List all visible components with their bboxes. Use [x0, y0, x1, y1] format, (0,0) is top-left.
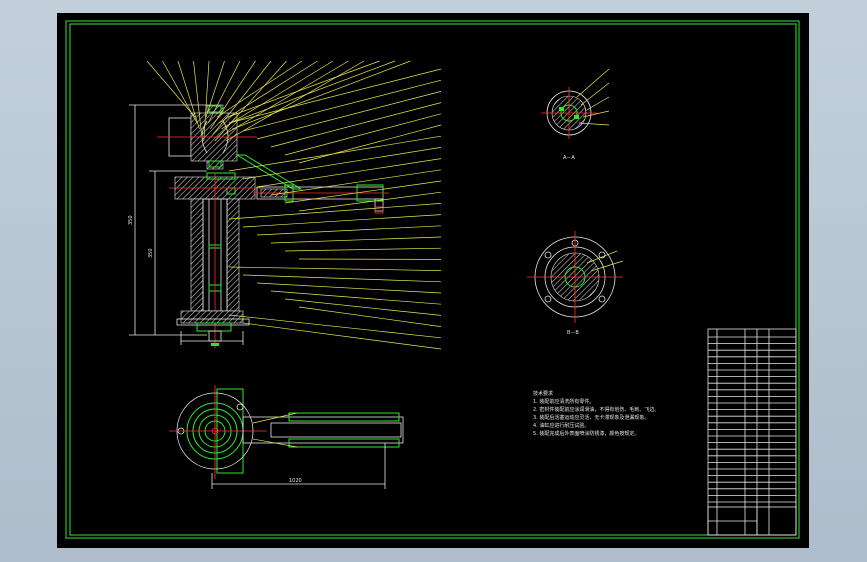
- plan-view: 1020: [169, 385, 404, 489]
- leader-line: [228, 203, 442, 220]
- leader-line: [203, 60, 210, 142]
- tech-req-line-3: 3. 装配后活塞运动应灵活，无卡滞现象及泄漏现象。: [533, 414, 649, 421]
- leader-line: [227, 60, 380, 118]
- leader-line: [221, 60, 334, 130]
- leader-line: [146, 60, 196, 118]
- leader-line: [256, 282, 442, 294]
- leader-line: [216, 60, 303, 118]
- parts-list-table: [707, 328, 797, 536]
- leader-line: [232, 60, 411, 130]
- leader-line: [256, 91, 442, 140]
- leader-line: [162, 60, 198, 124]
- leader-line: [284, 247, 442, 252]
- leader-line: [270, 236, 442, 244]
- leader-line: [230, 60, 396, 124]
- leader-line: [298, 306, 442, 327]
- outer-frame: [65, 20, 800, 539]
- leader-line: [228, 135, 442, 172]
- part-leaders: [146, 60, 442, 350]
- leader-line: [298, 124, 442, 164]
- leader-line: [228, 266, 442, 271]
- tech-req-line-1: 1. 装配前应清洗所有零件。: [533, 398, 594, 405]
- section-a-a: A－A: [541, 68, 610, 161]
- drawing-canvas: 350 350: [65, 20, 800, 539]
- dimension-horizontal: 1020: [289, 478, 302, 484]
- leader-line: [242, 274, 442, 283]
- leader-line: [228, 68, 442, 124]
- section-b-b: B－B: [527, 231, 624, 336]
- leader-line: [193, 60, 202, 136]
- leader-line: [210, 60, 256, 130]
- leader-line: [225, 60, 365, 142]
- technical-requirements: 技术要求 1. 装配前应清洗所有零件。 2. 密封件装配前应涂润滑油，不得有划伤…: [533, 390, 659, 437]
- leader-line: [284, 298, 442, 316]
- leader-line: [205, 60, 225, 118]
- inner-frame: [69, 23, 797, 536]
- leader-line: [242, 214, 442, 228]
- tech-req-line-2: 2. 密封件装配前应涂润滑油，不得有划伤、毛刺、飞边。: [533, 406, 659, 413]
- leader-line: [270, 290, 442, 305]
- leader-line: [298, 191, 442, 212]
- leader-line: [242, 322, 442, 350]
- main-elevation-view: 350 350: [128, 60, 442, 350]
- leader-line: [228, 314, 442, 339]
- dimension-vertical-2: 350: [148, 248, 154, 258]
- leader-line: [256, 225, 442, 236]
- tech-req-title: 技术要求: [533, 390, 553, 397]
- leader-line: [242, 147, 442, 180]
- dimension-vertical-1: 350: [128, 215, 134, 225]
- leader-line: [214, 60, 287, 142]
- leader-line: [207, 60, 241, 124]
- tech-req-line-4: 4. 油缸应进行耐压试验。: [533, 422, 589, 429]
- drawing-sheet: 350 350: [57, 13, 809, 548]
- leader-line: [219, 60, 318, 124]
- leader-line: [270, 169, 442, 196]
- leader-line: [212, 60, 272, 136]
- tech-req-line-5: 5. 装配完成后外表面喷涂防锈漆，颜色按规定。: [533, 430, 639, 437]
- leader-line: [177, 60, 200, 130]
- section-b-label: B－B: [567, 330, 579, 336]
- leader-line: [284, 113, 442, 156]
- leader-line: [223, 60, 349, 136]
- section-a-label: A－A: [563, 155, 575, 161]
- leader-line: [284, 180, 442, 204]
- leader-line: [256, 158, 442, 188]
- leader-line: [242, 79, 442, 132]
- leader-line: [270, 102, 442, 148]
